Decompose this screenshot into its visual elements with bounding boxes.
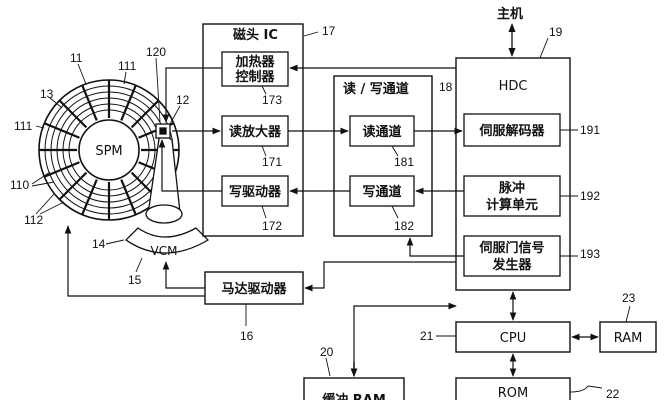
disk-platter — [38, 79, 180, 221]
hdc-title: HDC — [499, 79, 528, 94]
buffer-ram-block: 缓冲 RAM 20 — [303, 345, 405, 400]
rw-channel-block: 读 / 写通道 18 读通道 181 写通道 182 — [333, 75, 453, 237]
servo-decoder — [463, 113, 561, 147]
ref-11: 11 — [70, 51, 83, 65]
head-slider — [155, 123, 171, 139]
servo-sector-mark — [58, 171, 88, 201]
head-ic-title: 磁头 IC — [233, 27, 278, 43]
servo-sector-mark — [120, 84, 137, 121]
servo-sector-mark — [43, 122, 80, 139]
ref-18: 18 — [439, 80, 453, 94]
ref-12: 12 — [176, 93, 190, 107]
ref-112: 112 — [24, 213, 43, 227]
cpu-block: CPU 21 — [420, 321, 571, 353]
motordrv-to-spm-line — [64, 225, 205, 297]
ref-120: 120 — [146, 45, 166, 59]
hdc-block: HDC 19 伺服解码器 191 脉冲 计算单元 192 伺服门信号 发生器 1… — [455, 25, 600, 291]
ref-182: 182 — [394, 219, 414, 233]
ref-191: 191 — [580, 123, 600, 137]
vcm-label: VCM — [151, 244, 178, 258]
gate-to-rwch-line — [406, 237, 464, 257]
pulse-calc-line1: 脉冲 — [498, 180, 525, 196]
motor-driver-label: 马达驱动器 — [221, 281, 287, 297]
spm-label: SPM — [95, 144, 122, 159]
ram-label: RAM — [614, 331, 643, 346]
servo-sector-mark — [81, 84, 98, 121]
actuator-arm — [145, 130, 183, 224]
ref-17: 17 — [322, 24, 336, 38]
ref-20: 20 — [320, 345, 334, 359]
hdc-to-motordrv-line — [304, 261, 456, 292]
servo-sector-mark — [130, 99, 160, 129]
ref-13: 13 — [40, 87, 54, 101]
spindle-motor: SPM — [78, 119, 140, 181]
cpu-label: CPU — [500, 331, 526, 346]
ref-181: 181 — [394, 155, 414, 169]
ref-110: 110 — [10, 178, 29, 192]
servo-sector-mark — [81, 179, 98, 216]
buffer-ram-label: 缓冲 RAM — [322, 392, 386, 400]
ref-171: 171 — [262, 155, 282, 169]
ref-21: 21 — [420, 329, 434, 343]
ref-192: 192 — [580, 189, 600, 203]
ref-111-top: 111 — [118, 59, 137, 73]
ref-22: 22 — [606, 387, 620, 400]
heater-controller-line2: 控制器 — [235, 69, 275, 85]
heater-controller — [221, 51, 289, 87]
servo-sectors — [39, 80, 179, 220]
read-amplifier — [221, 115, 289, 147]
read-channel-label: 读通道 — [362, 124, 401, 140]
ref-23: 23 — [622, 291, 636, 305]
servo-sector-mark — [58, 99, 88, 129]
write-channel-label: 写通道 — [362, 184, 401, 200]
ref-19: 19 — [549, 25, 563, 39]
hdc-buffer-line — [350, 302, 457, 377]
motor-driver-block: 马达驱动器 16 — [204, 271, 304, 343]
ref-111-left: 111 — [14, 119, 33, 133]
rom-label: ROM — [498, 386, 528, 400]
ref-14: 14 — [92, 237, 106, 251]
heater-to-head-line — [162, 67, 222, 123]
rw-channel-title: 读 / 写通道 — [343, 81, 409, 97]
pulse-calc-line2: 计算单元 — [486, 197, 538, 213]
driver-to-head-line — [158, 139, 222, 192]
motordrv-to-vcm-line — [162, 261, 205, 289]
ref-193: 193 — [580, 247, 600, 261]
servo-gate-line2: 发生器 — [491, 257, 532, 273]
heater-controller-line1: 加热器 — [234, 54, 275, 70]
ref-15: 15 — [128, 273, 142, 287]
vcm-magnet — [124, 227, 210, 254]
servo-sector-mark — [43, 161, 80, 178]
servo-gate-line1: 伺服门信号 — [478, 240, 544, 256]
servo-decoder-label: 伺服解码器 — [478, 123, 545, 139]
signal-lines — [64, 64, 599, 377]
ref-173: 173 — [262, 93, 282, 107]
ram-block: RAM 23 — [599, 291, 657, 353]
read-amplifier-label: 读放大器 — [229, 124, 282, 140]
write-driver-label: 写驱动器 — [229, 185, 282, 200]
head-ic-block: 磁头 IC 17 加热器 控制器 173 读放大器 171 写驱动器 172 — [202, 23, 336, 237]
host-label: 主机 — [497, 6, 523, 22]
servo-sector-mark — [120, 179, 137, 216]
ref-16: 16 — [240, 329, 254, 343]
ref-172: 172 — [262, 219, 282, 233]
rom-block: ROM 22 — [455, 377, 620, 400]
